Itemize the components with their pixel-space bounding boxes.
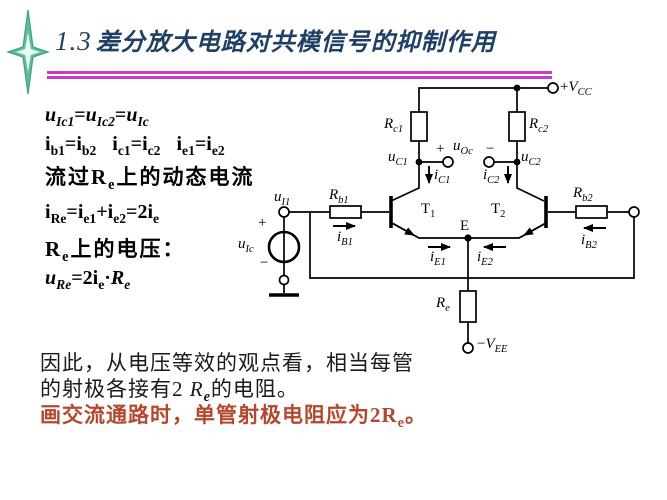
terminal-input-right <box>628 206 640 218</box>
label-re: Re <box>436 295 450 314</box>
label-uc1: uC1 <box>388 149 408 168</box>
formula-ie: ie1=ie2 <box>176 133 225 158</box>
label-ib2: iB2 <box>581 232 597 251</box>
terminal-output-plus <box>442 156 454 168</box>
emitter-arrow-t1 <box>391 222 415 236</box>
star-icon <box>6 9 50 95</box>
terminal-vee <box>462 342 474 354</box>
label-ic1: iC1 <box>434 167 451 186</box>
label-uoc-plus: + <box>436 141 445 157</box>
label-uoc-minus: − <box>486 141 495 157</box>
conclusion-emphasis: 画交流通路时，单管射极电阻应为2Re。 <box>40 403 428 432</box>
wire-collector-t1 <box>390 162 420 202</box>
label-ie1: iE1 <box>430 249 446 268</box>
label-ui1: uI1 <box>274 189 291 208</box>
title-number: 1.3 <box>55 26 92 56</box>
label-t1: T1 <box>421 201 436 220</box>
junction-e-node <box>464 234 472 242</box>
label-source-plus: + <box>258 215 267 231</box>
page-title: 1.3 差分放大电路对共模信号的抑制作用 <box>55 22 496 57</box>
terminal-input-left <box>278 206 290 218</box>
emitter-arrow-t2 <box>523 222 547 236</box>
terminal-vcc <box>547 82 559 94</box>
junction-uc2 <box>513 158 521 166</box>
label-rb2: Rb2 <box>573 185 593 204</box>
conclusion-line-2: 的射极各接有2 Re的电阻。 <box>40 377 299 406</box>
formula-re-current-caption: 流过Re上的动态电流 <box>45 165 255 194</box>
wire-common-rail <box>309 212 635 279</box>
resistor-rc2 <box>508 111 526 142</box>
junction-vcc-rail <box>513 84 521 92</box>
formula-ure: uRe=2ie·Re <box>45 267 131 292</box>
label-t2: T2 <box>491 201 506 220</box>
resistor-rc1 <box>410 111 428 142</box>
label-vcc: +VCC <box>560 79 592 98</box>
title-text: 差分放大电路对共模信号的抑制作用 <box>95 30 496 56</box>
label-e-node: E <box>460 218 470 234</box>
resistor-rb1 <box>329 205 362 219</box>
wire-emitter-t1 <box>391 222 468 239</box>
resistor-re <box>459 290 477 323</box>
formula-currents: ib1=ib2 ic1=ic2 ie1=ie2 <box>45 133 225 158</box>
label-source-minus: − <box>260 255 269 271</box>
wire-collector-t2 <box>516 162 545 202</box>
label-rc2: Rc2 <box>529 116 549 135</box>
label-uc2: uC2 <box>521 149 541 168</box>
label-uic: uIc <box>238 236 254 255</box>
resistor-rb2 <box>575 205 608 219</box>
formula-ire: iRe=ie1+ie2=2ie <box>45 201 160 226</box>
wire-emitter-t2 <box>468 222 547 239</box>
terminal-output-minus <box>483 156 495 168</box>
label-ib1: iB1 <box>337 229 353 248</box>
formula-ic: ic1=ic2 <box>112 133 161 158</box>
formula-ib: ib1=ib2 <box>45 133 97 158</box>
label-vee: −VEE <box>477 336 508 355</box>
formula-uic: uIc1=uIc2=uIc <box>45 104 149 129</box>
label-rc1: Rc1 <box>384 116 404 135</box>
formula-re-voltage-caption: Re上的电压： <box>45 237 186 266</box>
terminal-source-bottom <box>278 274 290 286</box>
label-ic2: iC2 <box>483 167 500 186</box>
label-uoc: uOc <box>453 138 473 157</box>
voltage-source-symbol <box>267 230 301 264</box>
label-rb1: Rb1 <box>329 187 349 206</box>
title-divider <box>47 71 552 79</box>
conclusion-line-1: 因此，从电压等效的观点看，相当每管 <box>40 351 414 375</box>
label-ie2: iE2 <box>477 249 493 268</box>
junction-uc1 <box>415 158 423 166</box>
